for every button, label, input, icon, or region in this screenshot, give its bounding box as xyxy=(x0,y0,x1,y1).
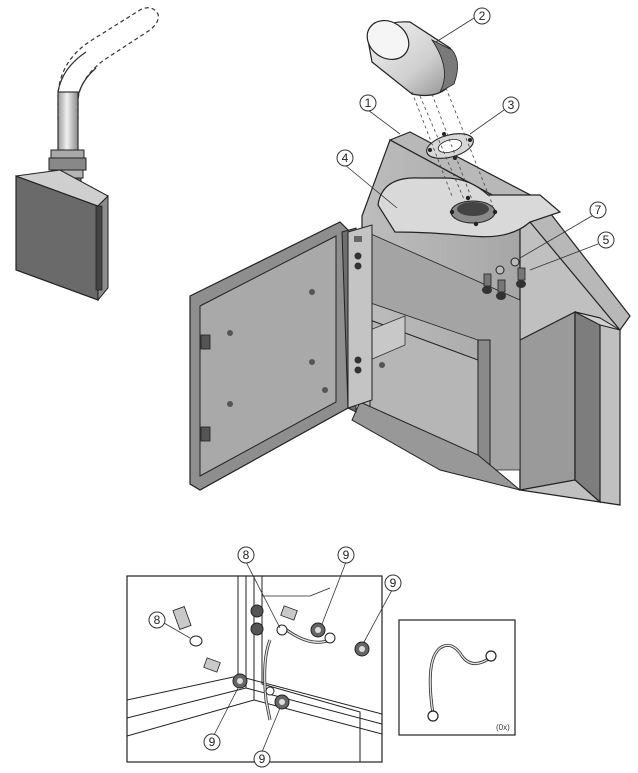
callout-3: 3 xyxy=(502,96,520,114)
detail-view-frame xyxy=(126,575,383,763)
cylinder-part xyxy=(366,19,458,97)
screw-group xyxy=(482,257,526,300)
callout-8-left: 8 xyxy=(148,611,166,629)
callout-9-bottom-left: 9 xyxy=(203,733,221,751)
svg-text:1: 1 xyxy=(365,96,372,110)
quantity-label: (0x) xyxy=(496,723,510,732)
detail-callout-leaders xyxy=(163,561,393,753)
svg-text:7: 7 xyxy=(595,203,602,217)
svg-text:4: 4 xyxy=(342,151,349,165)
svg-text:3: 3 xyxy=(508,98,515,112)
callout-leaders xyxy=(344,17,599,271)
callout-9-top: 9 xyxy=(337,546,355,564)
callout-4: 4 xyxy=(336,149,354,167)
svg-text:9: 9 xyxy=(390,576,397,590)
callout-5: 5 xyxy=(597,231,615,249)
gasket-part xyxy=(426,132,474,160)
callout-9-bottom: 9 xyxy=(253,750,271,768)
svg-text:8: 8 xyxy=(243,548,250,562)
svg-text:2: 2 xyxy=(479,9,486,23)
ground-cable-detail: (0x) xyxy=(398,619,516,736)
svg-text:9: 9 xyxy=(209,735,216,749)
svg-text:8: 8 xyxy=(154,613,161,627)
callout-2: 2 xyxy=(473,7,491,25)
svg-text:9: 9 xyxy=(259,752,266,766)
callout-7: 7 xyxy=(589,201,607,219)
enclosure-door xyxy=(189,221,373,491)
overview-enclosure xyxy=(15,7,159,302)
svg-text:9: 9 xyxy=(343,548,350,562)
callout-9-right: 9 xyxy=(384,574,402,592)
assembly-guide-lines xyxy=(411,87,494,211)
callout-1: 1 xyxy=(359,94,377,112)
svg-text:5: 5 xyxy=(603,233,610,247)
main-enclosure xyxy=(351,131,631,506)
callout-8-top: 8 xyxy=(237,546,255,564)
